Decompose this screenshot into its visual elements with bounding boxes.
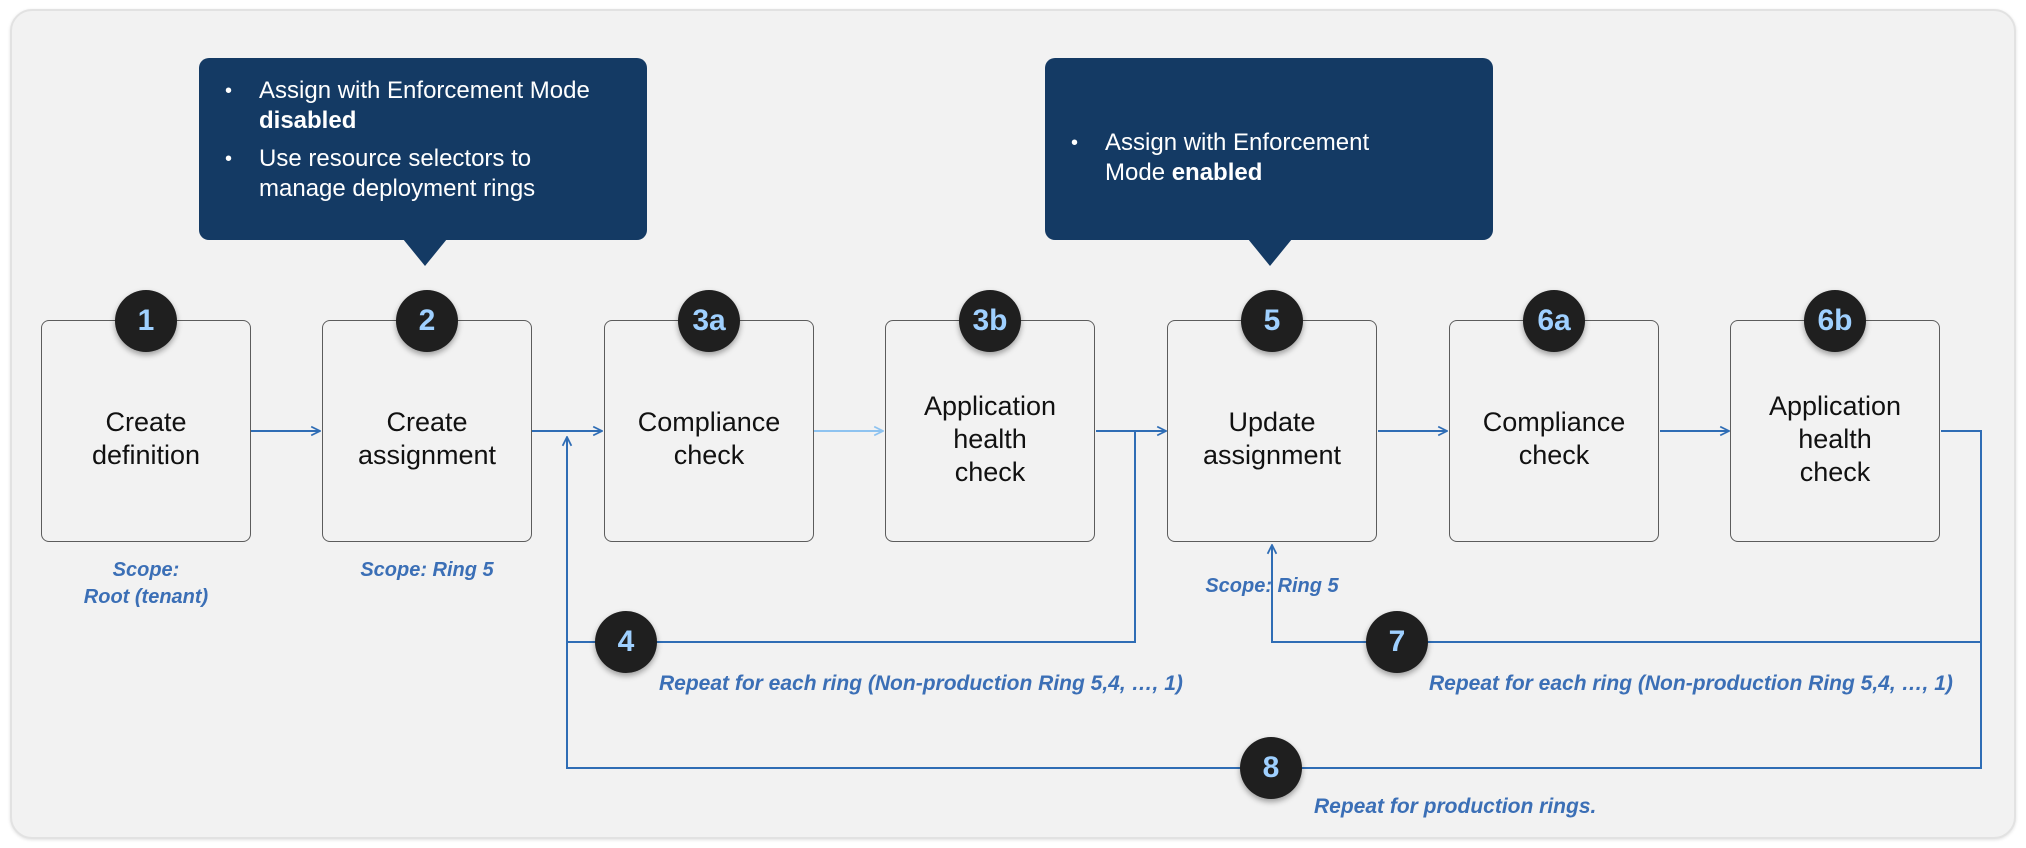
step-badge-3b: 3b [959,290,1021,352]
step-application-health-check-3b: Application health check [885,320,1095,542]
loop-4-connector [567,431,1136,643]
loop-badge-8: 8 [1240,737,1302,799]
callout-bullet: Assign with Enforcement Mode enabled [1045,128,1493,188]
loop-badge-4: 4 [595,611,657,673]
step-compliance-check-6a: Compliance check [1449,320,1659,542]
step-badge-3a: 3a [678,290,740,352]
callout-pointer [403,239,447,266]
callout-bullet: Assign with Enforcement Mode disabled [199,76,647,136]
callout-pointer [1248,239,1292,266]
step-label: Application health check [923,390,1057,487]
scope-label-update: Scope: Ring 5 [1205,575,1339,597]
loop-badge-7: 7 [1366,611,1428,673]
callout-enforcement-enabled: Assign with Enforcement Mode enabled [1045,58,1493,266]
step-badge-2: 2 [396,290,458,352]
step-create-assignment: Create assignment [322,320,532,542]
scope-label-assignment: Scope: Ring 5 [360,559,494,581]
step-badge-5: 5 [1241,290,1303,352]
step-update-assignment: Update assignment [1167,320,1377,542]
step-create-definition: Create definition [41,320,251,542]
step-label: Create assignment [357,407,497,470]
step-label: Create definition [91,407,201,470]
loop-note-8: Repeat for production rings. [1314,795,1597,818]
step-application-health-check-6b: Application health check [1730,320,1940,542]
step-label: Update assignment [1202,407,1342,470]
loop-note-7: Repeat for each ring (Non-production Rin… [1429,672,1953,695]
loop-note-4: Repeat for each ring (Non-production Rin… [659,672,1183,695]
callout-bullet: Use resource selectors to manage deploym… [199,144,647,204]
callout-enforcement-disabled: Assign with Enforcement Mode disabled Us… [199,58,647,266]
step-label: Application health check [1768,390,1902,487]
scope-label-definition: Scope: Root (tenant) [83,559,209,608]
step-label: Compliance check [637,407,781,470]
step-label: Compliance check [1482,407,1626,470]
step-badge-6a: 6a [1523,290,1585,352]
step-compliance-check-3a: Compliance check [604,320,814,542]
step-badge-1: 1 [115,290,177,352]
step-badge-6b: 6b [1804,290,1866,352]
